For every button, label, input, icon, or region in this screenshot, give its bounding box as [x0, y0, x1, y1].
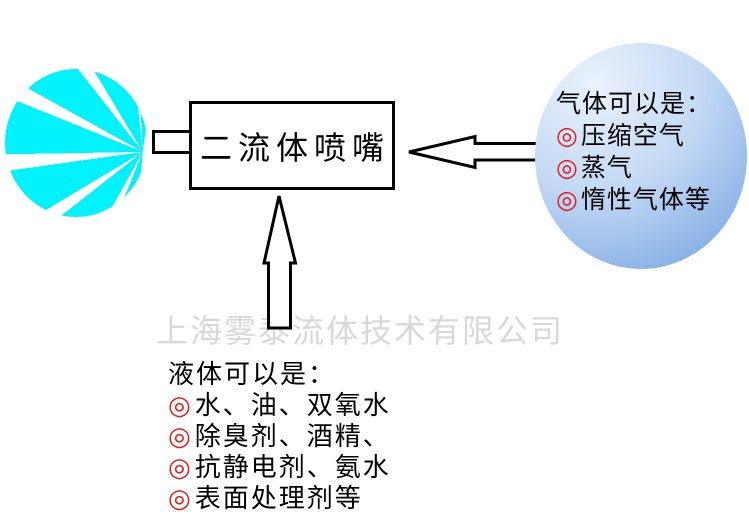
nozzle-tip [152, 130, 192, 154]
liquid-arrow-up-icon [258, 192, 302, 332]
liquid-item-bullet-icon: ◎ [168, 391, 193, 420]
gas-item-label: 压缩空气 [580, 123, 685, 150]
liquid-item-label: 除臭剂、酒精、 [194, 422, 391, 451]
gas-heading: 气体可以是： [556, 91, 713, 118]
nozzle-box: 二流体喷嘴 [189, 101, 395, 190]
liquid-heading: 液体可以是： [168, 360, 337, 389]
gas-bubble: 气体可以是： ◎压缩空气 ◎蒸气 ◎惰性气体等 [535, 43, 747, 269]
liquid-item-bullet-icon: ◎ [168, 453, 193, 482]
gas-item-bullet-icon: ◎ [556, 155, 579, 182]
liquid-item-label: 表面处理剂等 [194, 484, 363, 513]
gas-item: ◎惰性气体等 [556, 185, 712, 217]
liquid-item-label: 水、油、双氧水 [194, 391, 391, 420]
liquid-item-label: 抗静电剂、氨水 [194, 453, 391, 482]
gas-item-bullet-icon: ◎ [556, 123, 579, 150]
watermark: 上海雾泰流体技术有限公司 [156, 313, 565, 349]
liquid-list: 液体可以是： ◎水、油、双氧水 ◎除臭剂、酒精、 ◎抗静电剂、氨水 ◎表面处理剂… [168, 359, 391, 514]
gas-item-label: 蒸气 [580, 155, 633, 182]
gas-item: ◎压缩空气 [556, 121, 712, 153]
nozzle-box-label: 二流体喷嘴 [199, 129, 390, 166]
liquid-item: ◎除臭剂、酒精、 [168, 421, 391, 452]
liquid-item: ◎抗静电剂、氨水 [168, 452, 391, 483]
gas-item: ◎蒸气 [556, 153, 712, 185]
gas-item-bullet-icon: ◎ [556, 187, 579, 214]
gas-arrow-left-icon [405, 131, 547, 173]
liquid-item: ◎水、油、双氧水 [168, 390, 391, 421]
liquid-item-bullet-icon: ◎ [168, 422, 193, 451]
liquid-item-bullet-icon: ◎ [168, 484, 193, 513]
liquid-item: ◎表面处理剂等 [168, 483, 391, 514]
spray-fan-icon [5, 69, 147, 217]
gas-item-label: 惰性气体等 [580, 187, 711, 214]
